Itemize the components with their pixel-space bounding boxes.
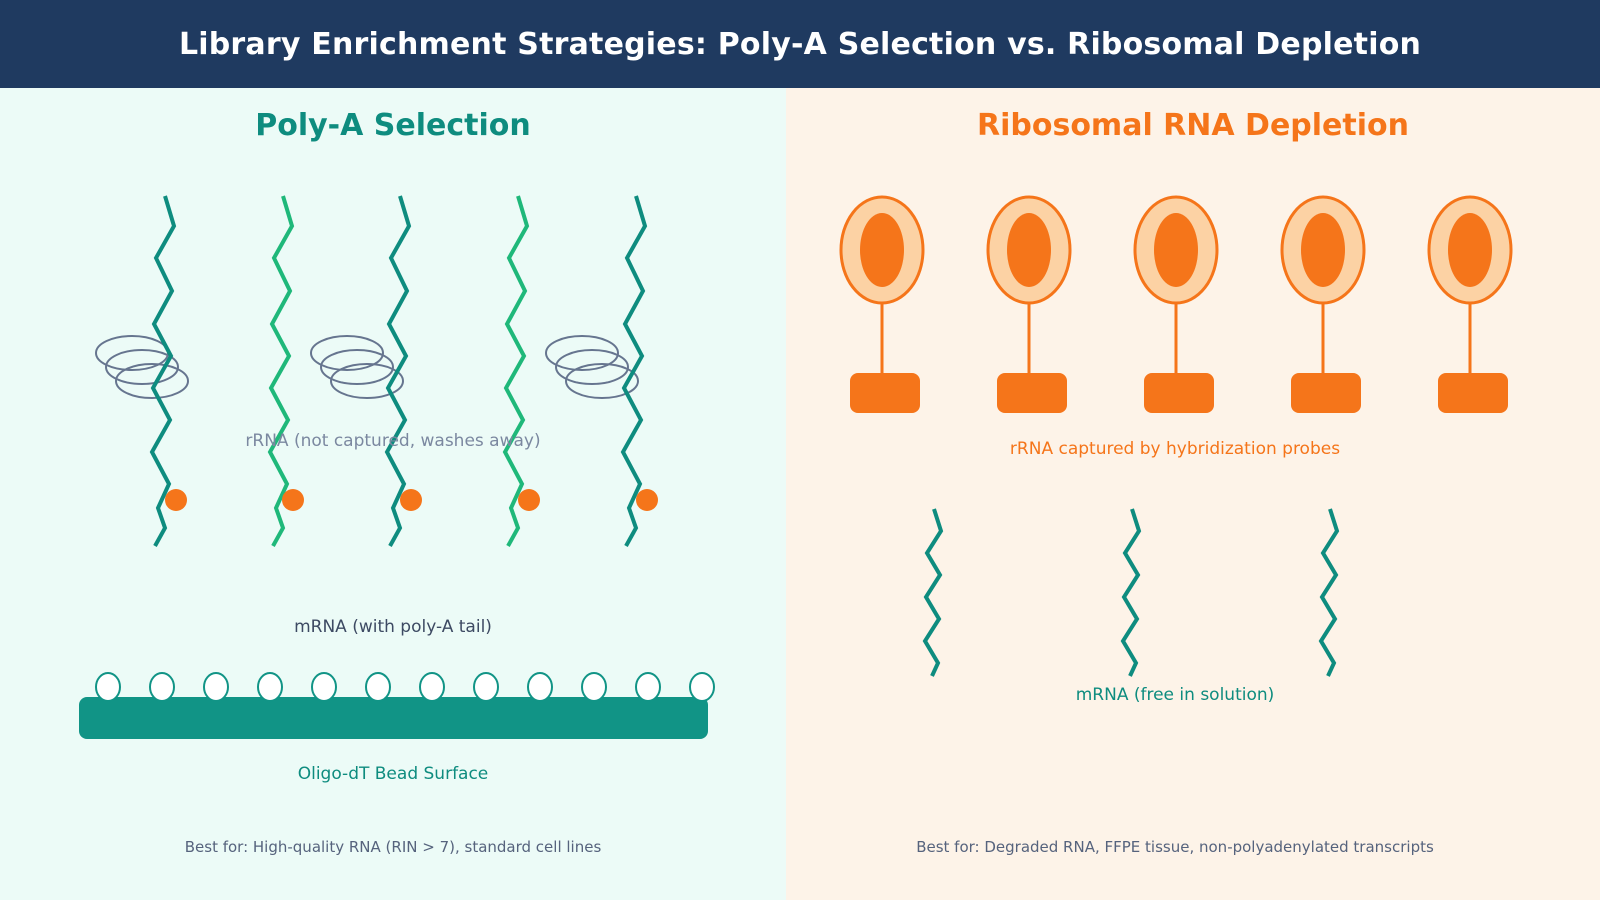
poly-a-tail-bead <box>165 489 187 511</box>
poly-a-tail-bead <box>282 489 304 511</box>
mrna-strand <box>267 195 295 547</box>
bead-group <box>95 672 715 702</box>
free-mrna-strand <box>1318 508 1340 677</box>
bead <box>473 672 499 702</box>
poly-a-tail-bead <box>518 489 540 511</box>
free-mrna-strand <box>922 508 944 677</box>
hybridization-probe-group <box>839 195 1513 413</box>
free-mrna-strand-group <box>922 508 1340 677</box>
bead <box>365 672 391 702</box>
bead <box>149 672 175 702</box>
bead <box>257 672 283 702</box>
mrna-strand <box>620 195 648 547</box>
bead <box>689 672 715 702</box>
rrna-coil <box>545 335 639 399</box>
hybridization-probe <box>1427 195 1513 413</box>
bead <box>635 672 661 702</box>
mrna-strand <box>502 195 530 547</box>
hybridization-probe <box>1280 195 1366 413</box>
rrna-label: rRNA (not captured, washes away) <box>245 431 541 451</box>
hybridization-probe <box>1133 195 1219 413</box>
bead <box>419 672 445 702</box>
mrna-strand <box>149 195 177 547</box>
rrna-coil <box>310 335 404 399</box>
probe-capture-label: rRNA captured by hybridization probes <box>1009 439 1341 459</box>
mrna-strand-group <box>149 195 648 547</box>
bead-surface-label: Oligo-dT Bead Surface <box>297 764 489 784</box>
mrna-label: mRNA (with poly-A tail) <box>294 617 492 637</box>
oligo-dt-bead-surface <box>79 672 715 739</box>
rrna-coil <box>95 335 189 399</box>
ribosomal-depletion-panel: Ribosomal RNA Depletion <box>786 88 1600 900</box>
poly-a-graphic <box>79 195 715 739</box>
poly-a-footnote: Best for: High-quality RNA (RIN > 7), st… <box>184 838 602 856</box>
header-bar: Library Enrichment Strategies: Poly-A Se… <box>0 0 1600 88</box>
free-mrna-strand <box>1120 508 1142 677</box>
free-mrna-label: mRNA (free in solution) <box>1075 685 1275 705</box>
bead <box>527 672 553 702</box>
poly-a-selection-panel: Poly-A Selection <box>0 88 786 900</box>
poly-a-panel-title: Poly-A Selection <box>255 108 531 143</box>
bead <box>311 672 337 702</box>
rrna-coil-group <box>95 335 639 399</box>
poly-a-tail-bead <box>400 489 422 511</box>
bead <box>203 672 229 702</box>
ribo-depletion-panel-title: Ribosomal RNA Depletion <box>977 108 1409 143</box>
ribo-depletion-footnote: Best for: Degraded RNA, FFPE tissue, non… <box>916 838 1434 856</box>
poly-a-tail-bead-group <box>165 489 658 511</box>
mrna-strand <box>384 195 412 547</box>
bead <box>95 672 121 702</box>
bead <box>581 672 607 702</box>
page-title: Library Enrichment Strategies: Poly-A Se… <box>178 26 1422 62</box>
ribo-depletion-graphic <box>839 195 1513 677</box>
poly-a-tail-bead <box>636 489 658 511</box>
hybridization-probe <box>839 195 925 413</box>
hybridization-probe <box>986 195 1072 413</box>
